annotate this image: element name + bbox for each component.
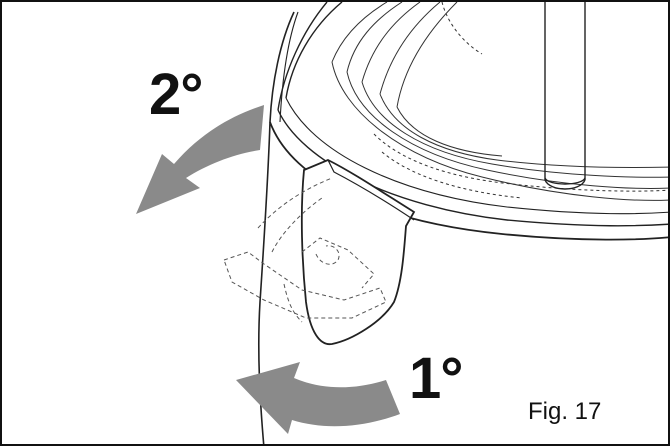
arrow-step-2 [136,105,264,214]
handle-ghost [223,177,387,323]
step-2-label: 2° [149,62,203,127]
center-shaft [544,2,586,190]
handle-latch [300,159,416,345]
arrow-step-1 [236,362,400,434]
inner-rings [331,2,668,201]
step-1-label: 1° [409,346,463,411]
pot-rim [269,2,668,241]
figure-caption: Fig. 17 [528,398,602,425]
